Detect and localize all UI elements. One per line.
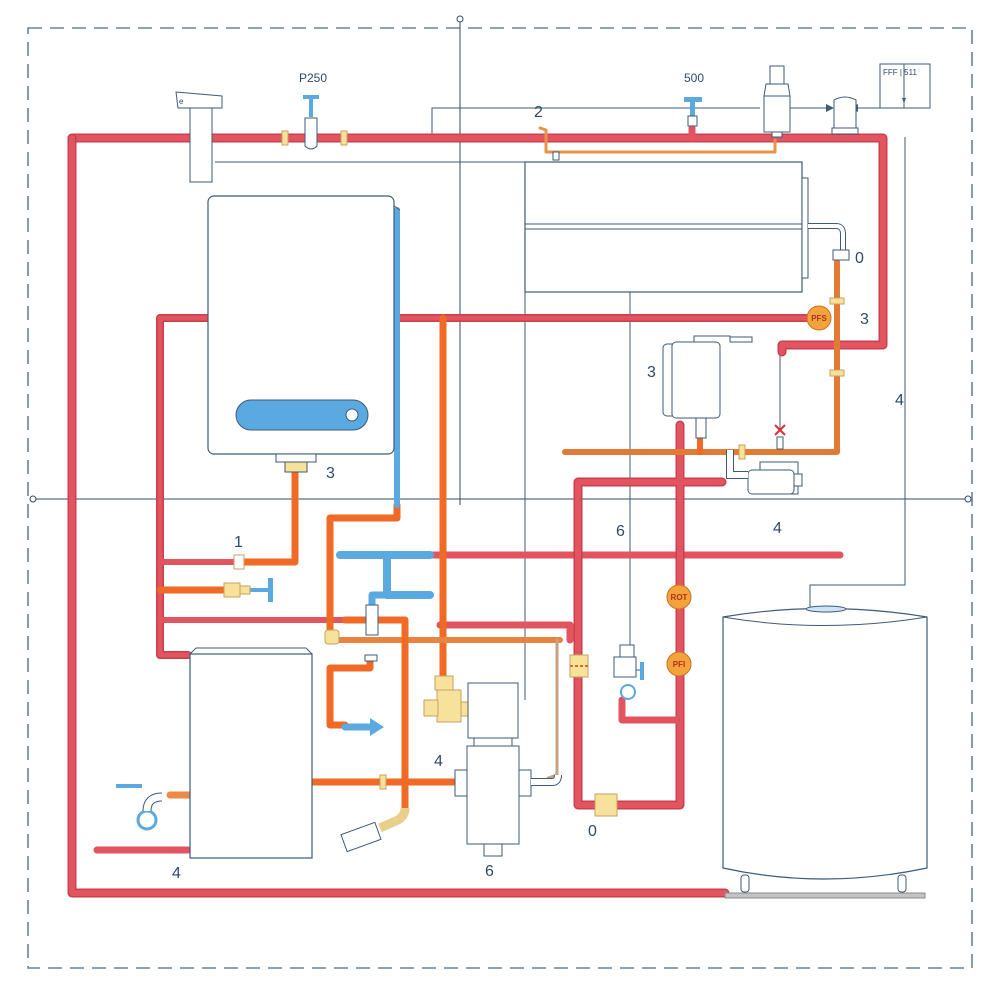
label-right-edge: 4	[895, 392, 904, 409]
union-coupling[interactable]	[569, 654, 589, 678]
air-separator[interactable]: e	[175, 91, 223, 183]
vent-stub	[776, 436, 784, 450]
valve-500[interactable]: 500	[684, 71, 704, 127]
label-mid-branch: 6	[616, 523, 625, 540]
coupling	[738, 444, 746, 460]
label-filter-bottom: 6	[485, 863, 494, 880]
label-bottom-fitting: 0	[588, 823, 597, 840]
label-pump-unit: 3	[647, 364, 656, 381]
label-right-riser: 3	[860, 311, 869, 328]
right-marker	[964, 495, 972, 503]
inline-strainer[interactable]	[594, 793, 618, 817]
close-mark-icon	[774, 424, 786, 436]
valve-p250[interactable]: P250	[299, 71, 327, 150]
pipe-sleeve	[365, 604, 379, 636]
svg-text:e: e	[179, 97, 184, 106]
label-mixing-valve: 4	[773, 520, 782, 537]
coupling	[829, 369, 845, 377]
left-marker	[29, 495, 37, 503]
svg-text:PFI: PFI	[673, 660, 685, 669]
heat-exchanger[interactable]	[524, 161, 850, 293]
mixing-valve[interactable]	[726, 450, 803, 495]
ball-valve[interactable]	[223, 582, 251, 598]
expansion-vessel[interactable]	[763, 65, 791, 138]
flow-arrow-icon	[370, 718, 384, 736]
boiler-indicator-light	[345, 408, 359, 422]
label-left-branch: 1	[234, 534, 243, 551]
coupling	[340, 130, 348, 146]
gauge-main[interactable]: PFS	[806, 305, 832, 331]
filter-housing[interactable]	[454, 682, 562, 857]
yellow-tee-valve[interactable]	[423, 675, 470, 723]
valve-500-label: 500	[684, 71, 704, 85]
boiler-display-panel	[235, 399, 369, 431]
gauge-upper[interactable]: ROT	[666, 584, 692, 610]
pipe-clip	[552, 151, 560, 161]
svg-text:PFS: PFS	[811, 314, 827, 323]
label-boiler-outlet: 3	[326, 465, 335, 482]
arrow-icon	[826, 104, 834, 112]
wall-boiler[interactable]	[207, 195, 401, 473]
label-tank-left: 4	[172, 865, 181, 882]
cold-water-pipes	[248, 207, 434, 731]
valve-handle-icon[interactable]	[268, 578, 273, 602]
signal-lines	[215, 107, 906, 700]
control-box[interactable]: FFF | 511	[879, 63, 931, 109]
control-box-label: FFF | 511	[883, 68, 917, 77]
pressure-tank[interactable]	[831, 96, 859, 135]
storage-tank[interactable]	[722, 605, 928, 899]
buffer-tank[interactable]	[189, 647, 313, 859]
gauge-lower[interactable]: PFI	[666, 651, 692, 677]
svg-text:ROT: ROT	[671, 593, 688, 602]
drain-valve[interactable]	[116, 784, 163, 831]
boundary-frame	[27, 27, 973, 969]
label-main-line: 2	[534, 104, 543, 121]
label-filter-side: 4	[434, 753, 443, 770]
valve-p250-label: P250	[299, 71, 327, 85]
coupling	[281, 130, 289, 146]
check-valve[interactable]	[613, 644, 644, 700]
top-marker	[456, 15, 464, 23]
circulation-pump[interactable]	[662, 335, 753, 439]
coupling	[233, 554, 245, 570]
coupling	[379, 774, 387, 790]
coupling	[829, 297, 845, 305]
angled-outlet[interactable]	[340, 807, 410, 853]
elbow-fitting	[324, 629, 340, 645]
pipe-cap	[364, 654, 378, 662]
label-right-elbow: 0	[855, 250, 864, 267]
